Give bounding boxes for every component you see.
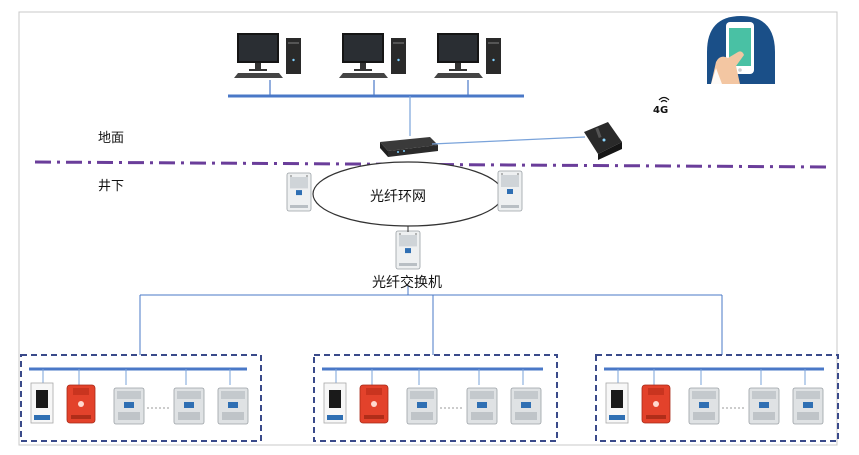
explosion-proof-switch-icon <box>286 172 312 212</box>
explosion-proof-cabinet-icon <box>466 387 498 425</box>
device-group <box>20 354 262 442</box>
explosion-proof-cabinet-icon <box>406 387 438 425</box>
desktop-computer-icon <box>234 33 301 78</box>
explosion-proof-cabinet-icon <box>510 387 542 425</box>
explosion-proof-switch-icon <box>395 230 421 270</box>
ground-label: 地面 <box>98 131 125 146</box>
device-groups <box>20 354 839 442</box>
mobile-phone-hand-icon <box>707 16 775 84</box>
explosion-proof-cabinet-icon <box>173 387 205 425</box>
explosion-proof-cabinet-icon <box>748 387 780 425</box>
fiber-ring-label: 光纤环网 <box>370 189 426 205</box>
explosion-proof-cabinet-icon <box>323 382 347 424</box>
explosion-proof-cabinet-icon <box>113 387 145 425</box>
diagram-frame <box>18 11 838 446</box>
explosion-proof-switch-icon <box>497 170 523 212</box>
workstation-row <box>234 33 501 78</box>
device-group <box>313 354 558 442</box>
explosion-proof-cabinet-icon <box>30 382 54 424</box>
4g-signal-icon <box>658 96 670 103</box>
network-server-icon <box>380 137 438 157</box>
server-gateway-link <box>431 136 586 145</box>
explosion-proof-cabinet-icon <box>217 387 249 425</box>
explosion-proof-cabinet-icon <box>605 382 629 424</box>
4g-gateway-icon <box>584 122 622 160</box>
device-group <box>595 354 839 442</box>
desktop-computer-icon <box>434 33 501 78</box>
explosion-proof-cabinet-icon <box>66 384 96 424</box>
explosion-proof-cabinet-icon <box>641 384 671 424</box>
ring-nodes <box>286 170 523 270</box>
4g-label: 4G <box>653 105 669 116</box>
desktop-computer-icon <box>339 33 406 78</box>
explosion-proof-cabinet-icon <box>688 387 720 425</box>
explosion-proof-cabinet-icon <box>359 384 389 424</box>
fiber-switch-label: 光纤交换机 <box>372 275 442 291</box>
underground-label: 井下 <box>98 179 125 194</box>
ground-divider-line <box>34 160 831 169</box>
explosion-proof-cabinet-icon <box>792 387 824 425</box>
